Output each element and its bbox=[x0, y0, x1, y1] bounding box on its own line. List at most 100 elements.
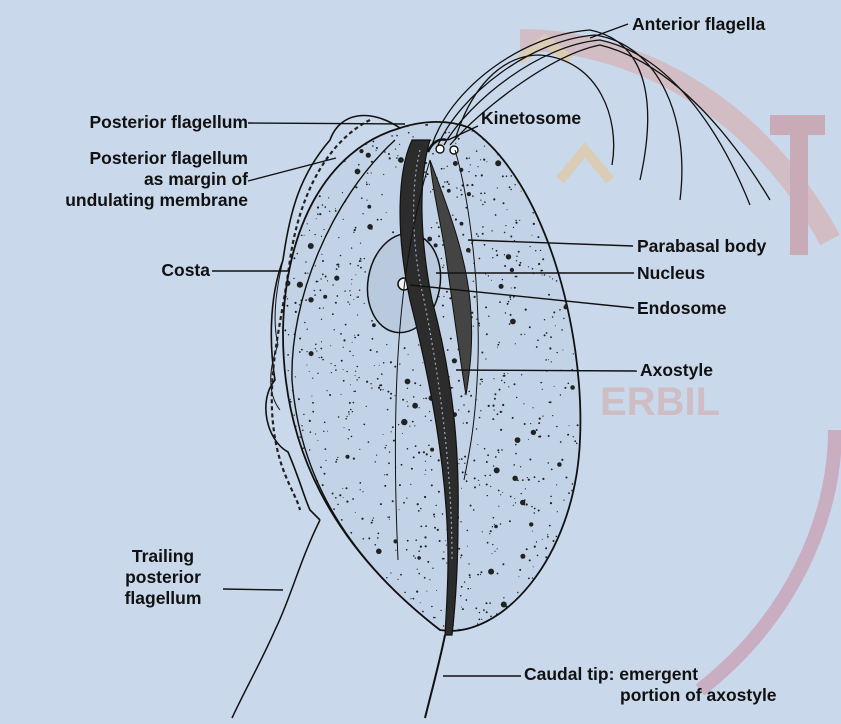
stipple-dot bbox=[578, 476, 579, 477]
stipple-dot bbox=[354, 559, 355, 560]
stipple-dot bbox=[319, 213, 321, 215]
stipple-dot bbox=[557, 352, 558, 353]
stipple-dot bbox=[491, 230, 492, 231]
stipple-dot bbox=[472, 195, 474, 197]
stipple-dot bbox=[396, 157, 398, 159]
stipple-dot bbox=[463, 423, 464, 424]
stipple-dot bbox=[308, 297, 313, 302]
stipple-dot bbox=[556, 536, 558, 538]
stipple-dot bbox=[350, 263, 352, 265]
stipple-dot bbox=[353, 140, 354, 141]
stipple-dot bbox=[447, 189, 451, 193]
stipple-dot bbox=[569, 277, 571, 279]
stipple-dot bbox=[289, 502, 291, 504]
stipple-dot bbox=[389, 611, 390, 612]
stipple-dot bbox=[562, 145, 563, 146]
stipple-dot bbox=[352, 612, 354, 614]
stipple-dot bbox=[293, 257, 295, 259]
stipple-dot bbox=[323, 295, 327, 299]
stipple-dot bbox=[363, 603, 365, 605]
stipple-dot bbox=[314, 294, 316, 296]
stipple-dot bbox=[488, 316, 489, 317]
label-line: undulating membrane bbox=[10, 190, 248, 211]
stipple-dot bbox=[536, 615, 538, 617]
stipple-dot bbox=[407, 406, 408, 407]
stipple-dot bbox=[551, 469, 553, 471]
stipple-dot bbox=[376, 147, 378, 149]
stipple-dot bbox=[544, 579, 546, 581]
stipple-dot bbox=[581, 608, 583, 610]
stipple-dot bbox=[336, 459, 338, 461]
stipple-dot bbox=[574, 512, 575, 513]
stipple-dot bbox=[414, 425, 415, 426]
stipple-dot bbox=[376, 455, 377, 456]
stipple-dot bbox=[442, 186, 444, 188]
stipple-dot bbox=[536, 346, 538, 348]
stipple-dot bbox=[575, 289, 579, 293]
stipple-dot bbox=[530, 589, 532, 591]
stipple-dot bbox=[303, 571, 305, 573]
stipple-dot bbox=[550, 144, 551, 145]
stipple-dot bbox=[301, 425, 302, 426]
stipple-dot bbox=[359, 290, 360, 291]
stipple-dot bbox=[346, 455, 350, 459]
stipple-dot bbox=[359, 449, 360, 450]
stipple-dot bbox=[366, 381, 368, 383]
stipple-dot bbox=[341, 360, 343, 362]
stipple-dot bbox=[561, 609, 563, 611]
stipple-dot bbox=[512, 168, 513, 169]
stipple-dot bbox=[480, 193, 482, 195]
stipple-dot bbox=[506, 254, 511, 259]
stipple-dot bbox=[328, 197, 329, 198]
stipple-dot bbox=[292, 627, 294, 629]
stipple-dot bbox=[487, 542, 489, 544]
stipple-dot bbox=[354, 568, 355, 569]
stipple-dot bbox=[567, 265, 571, 269]
stipple-dot bbox=[433, 514, 435, 516]
stipple-dot bbox=[536, 133, 542, 139]
stipple-dot bbox=[392, 426, 394, 428]
stipple-dot bbox=[431, 484, 433, 486]
stipple-dot bbox=[291, 220, 292, 221]
stipple-dot bbox=[336, 268, 338, 270]
stipple-dot bbox=[355, 371, 356, 372]
stipple-dot bbox=[384, 485, 386, 487]
stipple-dot bbox=[293, 529, 294, 530]
stipple-dot bbox=[436, 222, 438, 224]
stipple-dot bbox=[326, 569, 327, 570]
stipple-dot bbox=[353, 299, 354, 300]
stipple-dot bbox=[529, 459, 531, 461]
stipple-dot bbox=[581, 574, 583, 576]
stipple-dot bbox=[469, 577, 471, 579]
stipple-dot bbox=[365, 591, 367, 593]
stipple-dot bbox=[351, 591, 356, 596]
stipple-dot bbox=[322, 484, 324, 486]
stipple-dot bbox=[544, 334, 546, 336]
stipple-dot bbox=[286, 551, 288, 553]
stipple-dot bbox=[486, 333, 488, 335]
stipple-dot bbox=[329, 394, 331, 396]
stipple-dot bbox=[557, 511, 558, 512]
label-posterior-flagellum-margin: Posterior flagellum as margin of undulat… bbox=[10, 148, 248, 211]
stipple-dot bbox=[328, 600, 330, 602]
stipple-dot bbox=[417, 569, 418, 570]
stipple-dot bbox=[476, 639, 478, 641]
stipple-dot bbox=[420, 385, 422, 387]
stipple-dot bbox=[476, 233, 478, 235]
stipple-dot bbox=[515, 222, 517, 224]
stipple-dot bbox=[299, 436, 301, 438]
stipple-dot bbox=[573, 436, 574, 437]
stipple-dot bbox=[470, 505, 472, 507]
stipple-dot bbox=[520, 554, 525, 559]
stipple-dot bbox=[367, 594, 369, 596]
stipple-dot bbox=[343, 347, 344, 348]
stipple-dot bbox=[280, 219, 284, 223]
stipple-dot bbox=[491, 553, 492, 554]
stipple-dot bbox=[504, 254, 505, 255]
stipple-dot bbox=[344, 290, 345, 291]
stipple-dot bbox=[354, 335, 355, 336]
stipple-dot bbox=[520, 466, 521, 467]
stipple-dot bbox=[517, 442, 518, 443]
stipple-dot bbox=[315, 543, 316, 544]
stipple-dot bbox=[521, 493, 522, 494]
